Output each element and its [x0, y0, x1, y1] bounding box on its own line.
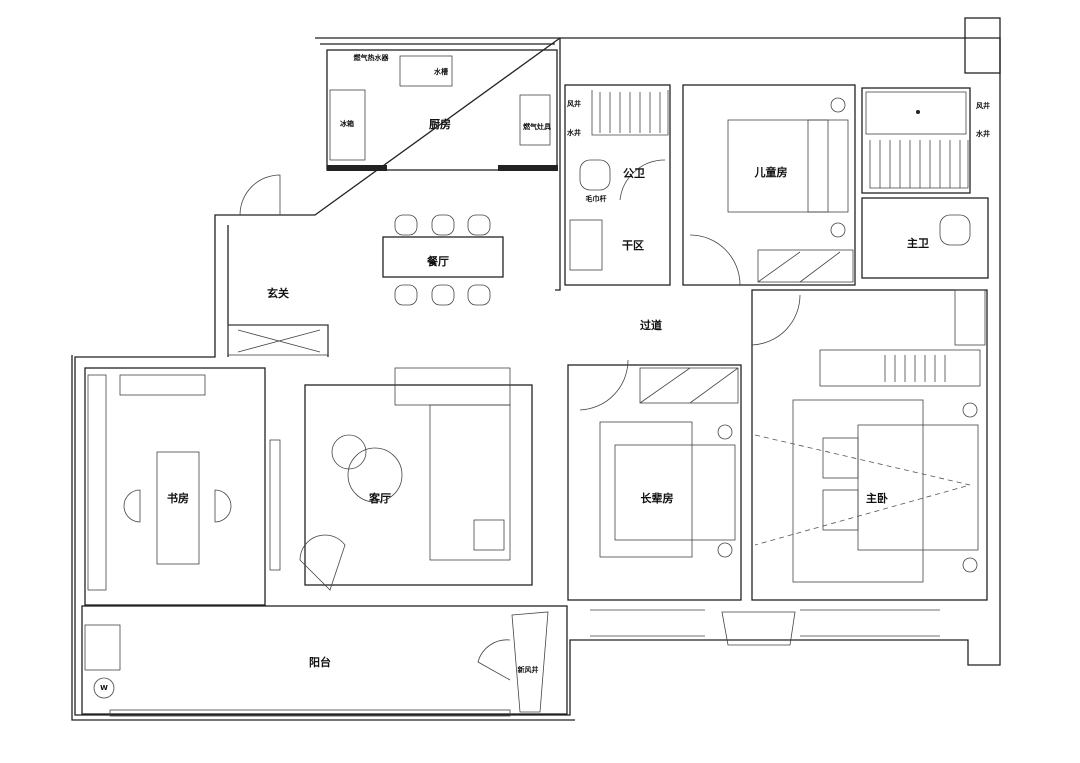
label-water-heater: 燃气热水器 [353, 54, 389, 62]
label-fresh-air-shaft: 新风井 [517, 666, 539, 674]
label-water-shaft-2: 水井 [976, 130, 990, 138]
washer-icon: W [100, 684, 108, 692]
room-label-public-bath: 公卫 [623, 167, 645, 180]
outer-wall-inner [71, 43, 575, 721]
label-stove: 燃气灶具 [523, 123, 551, 131]
room-label-kitchen: 厨房 [429, 118, 451, 131]
stove [519, 94, 551, 146]
room-label-master-bedroom: 主卧 [866, 492, 888, 505]
study-wall [84, 367, 266, 606]
sink [399, 55, 453, 87]
shaft-box [964, 17, 1001, 74]
label-air-shaft-2: 风井 [976, 102, 990, 110]
dining-table [382, 236, 504, 278]
label-sink: 水槽 [434, 68, 448, 76]
room-label-elder-room: 长辈房 [640, 492, 674, 505]
label-water-shaft-1: 水井 [567, 129, 581, 137]
label-fridge: 冰箱 [340, 120, 354, 128]
room-label-dry-area: 干区 [622, 239, 644, 252]
label-towel-rack: 毛巾杆 [585, 195, 607, 203]
fridge [329, 89, 366, 161]
room-label-corridor: 过道 [640, 319, 662, 332]
balcony-wall [81, 605, 568, 715]
room-label-kids-room: 儿童房 [754, 166, 788, 179]
label-air-shaft-1: 风井 [567, 100, 581, 108]
room-label-entrance: 玄关 [267, 287, 289, 300]
room-label-balcony: 阳台 [309, 656, 331, 669]
outer-wall [74, 37, 1001, 716]
desk [156, 451, 200, 565]
room-label-living: 客厅 [369, 492, 391, 505]
room-label-study: 书房 [167, 492, 189, 505]
kitchen-wall [326, 49, 558, 171]
room-label-dining: 餐厅 [427, 255, 449, 268]
living-rug [304, 384, 533, 586]
room-label-master-bath: 主卫 [907, 237, 929, 250]
